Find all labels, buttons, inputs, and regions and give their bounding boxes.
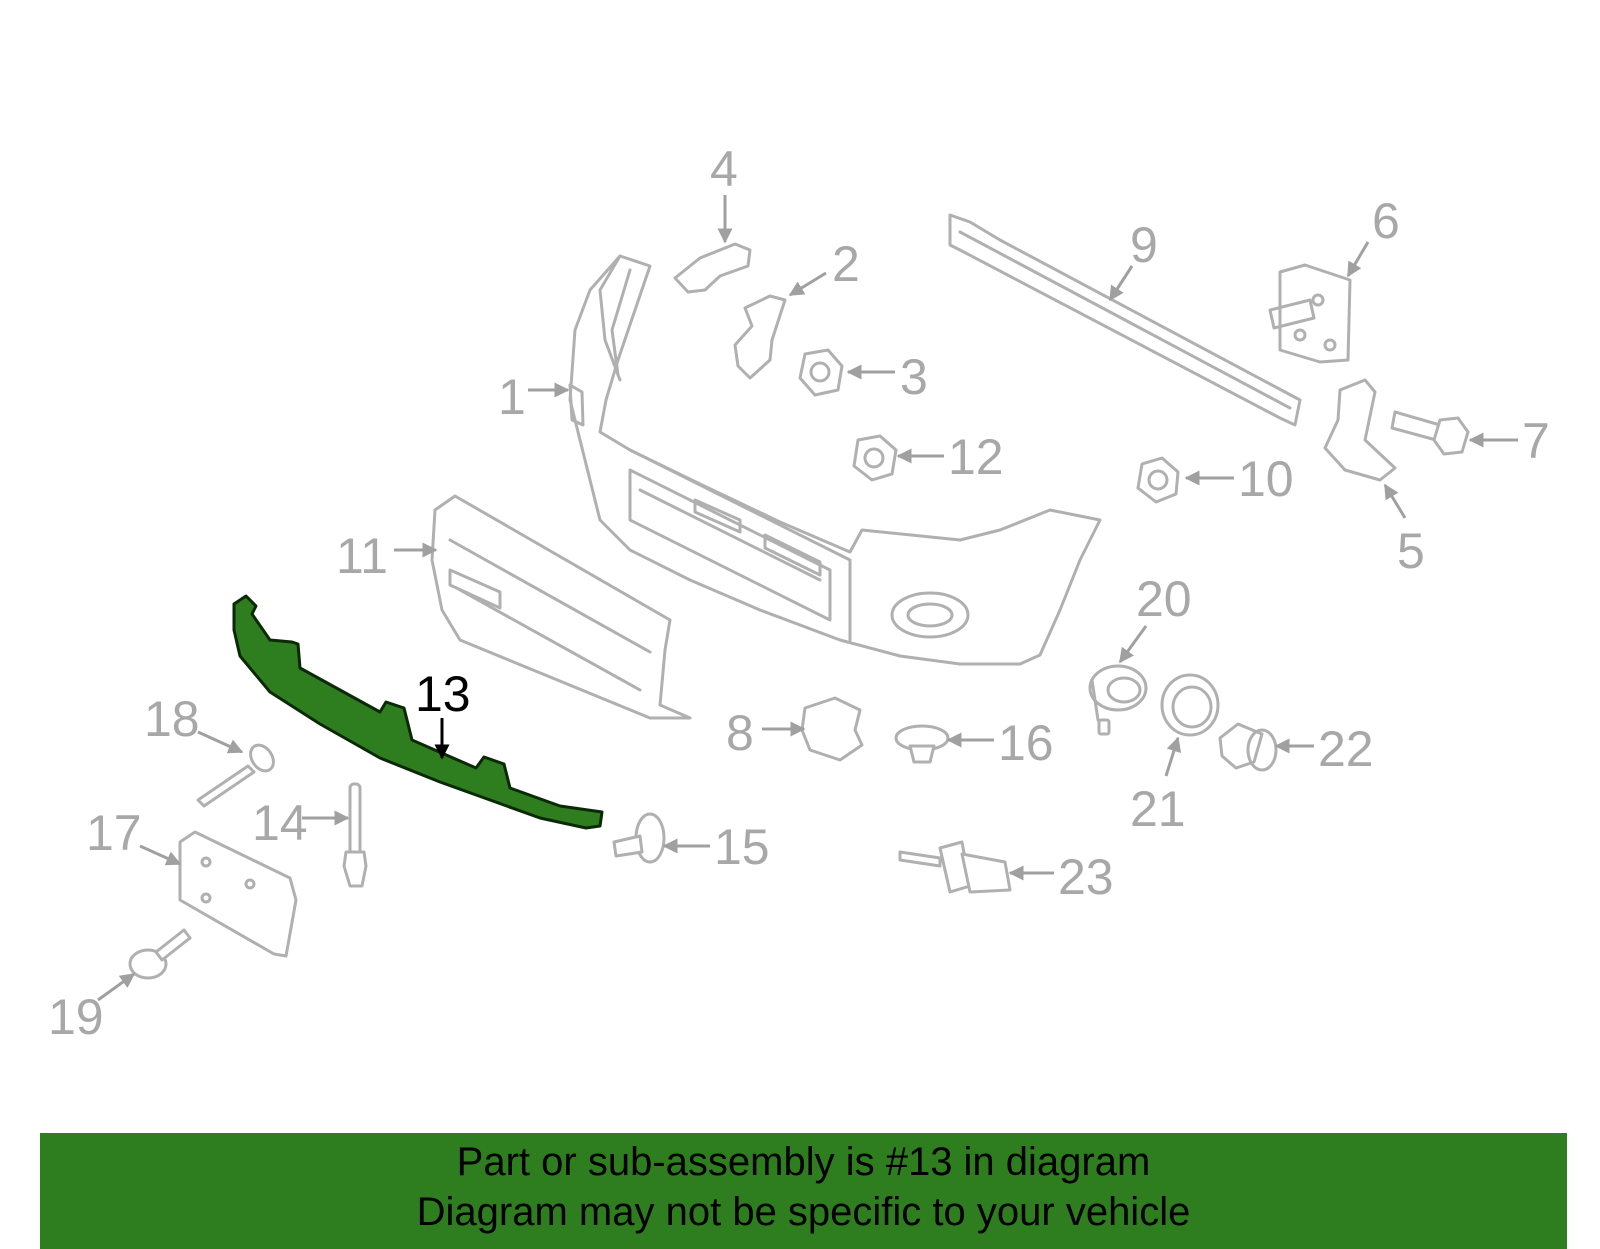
- part-11-grille: [430, 494, 692, 720]
- callout-18: 18: [144, 691, 200, 747]
- callout-labels: 1 2 3 4 5 6 7 8 9 10 11 12 13 14 15 16 1…: [48, 141, 1550, 1045]
- part-10-nut: [1136, 456, 1180, 504]
- part-8-clip: [800, 696, 864, 762]
- leader-lines: [97, 195, 1518, 1002]
- banner-line-2: Diagram may not be specific to your vehi…: [416, 1190, 1191, 1234]
- callout-5: 5: [1397, 523, 1425, 579]
- callout-8: 8: [726, 705, 754, 761]
- part-21-ring: [1160, 673, 1220, 737]
- callout-14: 14: [252, 795, 308, 851]
- callout-19: 19: [48, 989, 104, 1045]
- callout-13: 13: [415, 666, 471, 722]
- part-1-bumper-cover: [568, 254, 1102, 666]
- callout-7: 7: [1522, 413, 1550, 469]
- part-12-nut: [852, 434, 898, 482]
- part-19-screw: [128, 928, 192, 980]
- part-15-clip: [612, 812, 666, 864]
- callout-21: 21: [1130, 781, 1186, 837]
- callout-3: 3: [900, 349, 928, 405]
- part-18-screw: [196, 743, 275, 808]
- callout-16: 16: [998, 715, 1054, 771]
- callout-9: 9: [1130, 217, 1158, 273]
- callout-4: 4: [710, 141, 738, 197]
- part-22-retainer: [1218, 722, 1278, 772]
- callout-15: 15: [714, 819, 770, 875]
- callout-17: 17: [86, 805, 142, 861]
- callout-20: 20: [1136, 571, 1192, 627]
- part-17-license-bracket: [178, 830, 298, 958]
- callout-10: 10: [1238, 451, 1294, 507]
- part-3-nut: [798, 348, 844, 397]
- callout-23: 23: [1058, 849, 1114, 905]
- part-13-energy-absorber: [232, 594, 604, 830]
- info-banner: Part or sub-assembly is #13 in diagram D…: [40, 1133, 1567, 1249]
- banner-line-1: Part or sub-assembly is #13 in diagram: [456, 1140, 1151, 1184]
- callout-11: 11: [336, 528, 388, 584]
- part-5-bracket: [1323, 378, 1397, 482]
- callout-1: 1: [498, 369, 526, 425]
- callout-6: 6: [1372, 193, 1400, 249]
- part-7-bolt: [1390, 410, 1470, 456]
- part-6-bracket: [1268, 263, 1352, 364]
- callout-2: 2: [832, 236, 860, 292]
- part-2-bracket: [733, 294, 787, 380]
- part-20-sensor: [1088, 664, 1148, 736]
- part-4-clip: [673, 242, 752, 294]
- part-23-connector: [898, 840, 1012, 894]
- part-14-push-pin: [342, 782, 368, 888]
- callout-12: 12: [948, 429, 1004, 485]
- part-16-grommet: [894, 724, 950, 764]
- callout-22: 22: [1318, 721, 1374, 777]
- part-9-reinforcement: [948, 213, 1302, 427]
